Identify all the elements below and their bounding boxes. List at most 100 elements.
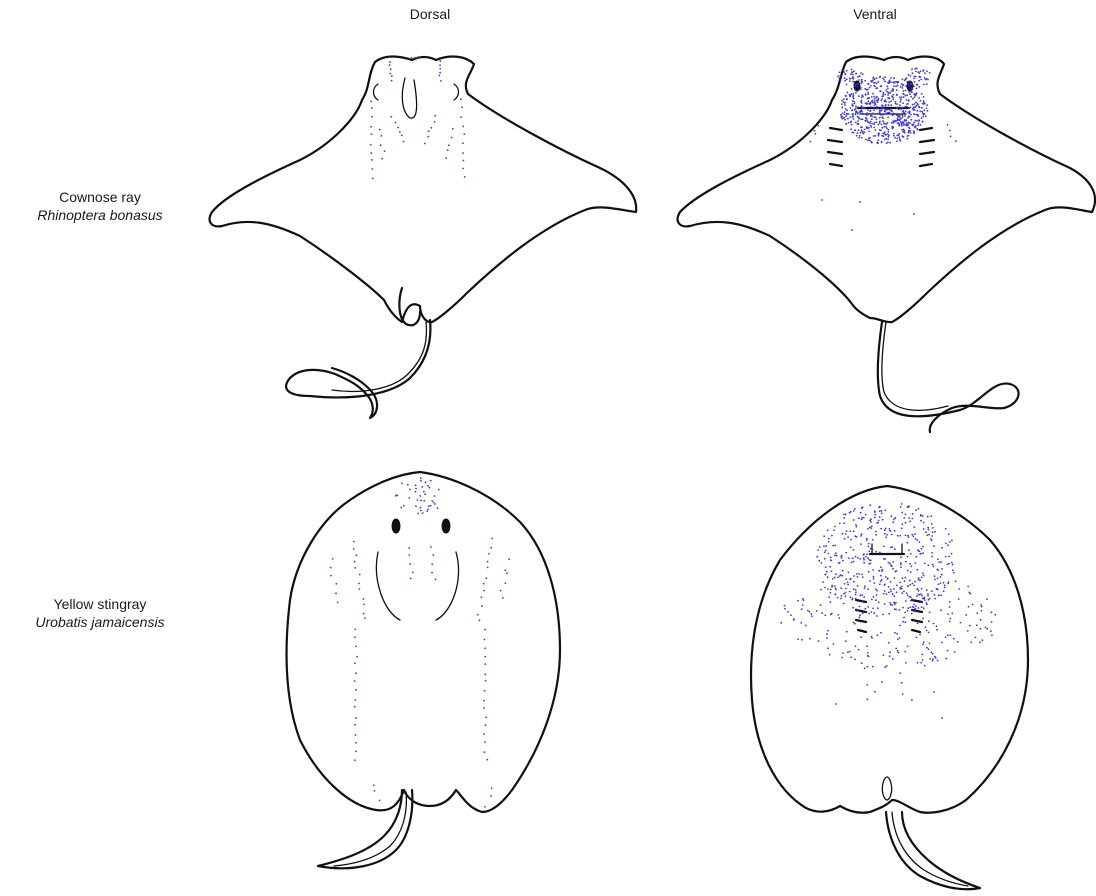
pore-dot [855,589,857,591]
pore-dot [933,691,935,693]
pore-dot [901,528,903,530]
pore-dot [857,576,859,578]
pore-dot [856,110,858,112]
pore-dot [953,638,955,640]
pore-dot [485,680,487,682]
pore-dot [430,480,432,482]
pore-dot [917,588,919,590]
pore-dot [902,85,904,87]
pore-dot [846,70,848,72]
pore-dot [845,513,847,515]
pore-dot [827,630,829,632]
pore-dot [911,699,913,701]
pore-dot [440,80,442,82]
pore-dot [851,103,853,105]
pore-dot [841,106,843,108]
pore-dot [855,524,857,526]
pore-dot [943,590,945,592]
pore-dot [923,96,925,98]
pore-dot [893,122,895,124]
pore-dot [408,554,410,556]
pore-dot [832,578,834,580]
pore-dot [862,73,864,75]
pore-dot [905,662,907,664]
pore-dot [994,614,996,616]
pore-dot [840,114,842,116]
pore-dot [810,141,812,143]
pore-dot [903,129,905,131]
pore-dot [842,560,844,562]
pore-dot [991,634,993,636]
pore-dot [880,566,882,568]
pore-dot [831,613,833,615]
pore-dot [902,87,904,89]
pore-dot [463,160,465,162]
pore-dot [931,523,933,525]
pore-dot [914,96,916,98]
pore-dot [888,104,890,106]
pore-dot [949,541,951,543]
pore-dot [874,98,876,100]
pore-dot [861,137,863,139]
pore-dot [922,659,924,661]
pore-dot [883,654,885,656]
pore-dot [903,110,905,112]
pore-dot [945,556,947,558]
pore-dot [437,507,439,509]
pore-dot [921,577,923,579]
pore-dot [809,638,811,640]
pore-dot [882,108,884,110]
pore-dot [889,530,891,532]
pore-dot [844,113,846,115]
pore-dot [924,77,926,79]
pore-dot [491,787,493,789]
pore-dot [487,561,489,563]
pore-dot [915,605,917,607]
pore-dot [926,589,928,591]
pore-dot [860,101,862,103]
pore-dot [869,520,871,522]
pore-dot [896,592,898,594]
pore-dot [855,598,857,600]
pore-dot [884,603,886,605]
pore-dot [913,132,915,134]
pore-dot [853,575,855,577]
pore-dot [823,545,825,547]
pore-dot [484,663,486,665]
pore-dot [390,73,392,75]
pore-dot [879,583,881,585]
pore-dot [845,552,847,554]
pore-dot [504,583,506,585]
yellow-dorsal-body-outline [287,472,560,812]
pore-dot [893,577,895,579]
pore-dot [823,535,825,537]
pore-dot [921,107,923,109]
pore-dot [911,598,913,600]
pore-dot [892,568,894,570]
pore-dot [855,556,857,558]
pore-dot [941,642,943,644]
pore-dot [902,693,904,695]
pore-dot [897,107,899,109]
pore-dot [901,586,903,588]
pore-dot [355,646,357,648]
pore-dot [890,100,892,102]
pore-dot [955,580,957,582]
pore-dot [854,508,856,510]
pore-dot [905,90,907,92]
pore-dot [827,529,829,531]
pore-dot [835,588,837,590]
pore-dot [918,607,920,609]
pore-dot [916,120,918,122]
pore-dot [867,139,869,141]
pore-dot [438,489,440,491]
pore-dot [894,608,896,610]
pore-dot [840,574,842,576]
pore-dot [905,78,907,80]
pore-dot [912,535,914,537]
pore-dot [354,759,356,761]
pore-dot [871,525,873,527]
pore-dot [918,80,920,82]
pore-dot [873,582,875,584]
pore-dot [908,100,910,102]
